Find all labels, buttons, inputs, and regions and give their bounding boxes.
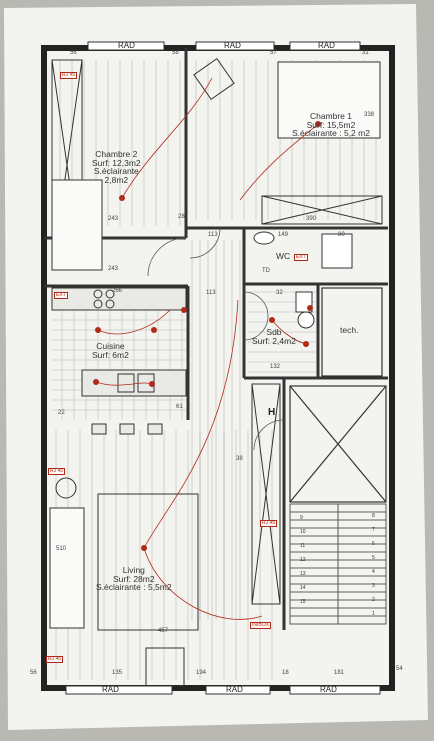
dim-label: 243 <box>108 216 119 222</box>
rj45-tag: RJ 45 <box>48 468 66 475</box>
room-chambre-2: Chambre 2 Surf: 12,3m2 S.éclairante 2,8m… <box>92 150 141 184</box>
dim-label: 510 <box>56 546 67 552</box>
dim-label: 31 <box>362 50 369 56</box>
room-tech: tech. <box>340 325 359 335</box>
dim-label: 61 <box>176 404 183 410</box>
staircase <box>289 503 387 625</box>
ext-tag: EXT <box>294 254 308 261</box>
dim-label: 181 <box>334 670 345 676</box>
stair-step-number: 9 <box>300 515 303 521</box>
beds <box>51 61 381 271</box>
dim-label: 80 <box>338 232 345 238</box>
dim-label: 18 <box>282 670 289 676</box>
radiator-label: RAD <box>118 41 135 50</box>
room-lighting: S.éclairante <box>93 166 139 176</box>
rj45-tag: RJ 45 <box>60 72 78 79</box>
dim-label: 113 <box>208 232 218 238</box>
td-label: TD <box>262 268 270 274</box>
room-name: Sdb <box>266 327 282 337</box>
room-surface: Surf: 6m2 <box>92 349 129 360</box>
stair-step-number: 11 <box>300 543 306 549</box>
dim-label: 457 <box>158 628 169 634</box>
stair-step-number: 12 <box>300 557 306 563</box>
room-name: Chambre 1 <box>309 111 353 121</box>
dim-label: 38 <box>236 456 243 462</box>
room-lighting-value: 2,8m2 <box>104 174 129 185</box>
armchair <box>193 57 235 101</box>
dim-label: 54 <box>396 666 403 672</box>
stair-step-number: 3 <box>372 583 375 589</box>
dim-label: 149 <box>278 232 289 238</box>
stair-step-number: 6 <box>372 541 375 547</box>
room-lighting: S.éclairante : 5,5m2 <box>96 582 172 592</box>
rj45-tag: RJ 45 <box>260 520 278 527</box>
room-lighting: S.éclairante : 5,2 m2 <box>292 128 370 138</box>
radiator-label: RAD <box>226 685 243 694</box>
electrical-wiring <box>95 77 319 620</box>
stair-step-number: 10 <box>300 529 306 535</box>
dim-label: 390 <box>306 216 317 222</box>
room-name: Living <box>122 565 145 575</box>
kitchen-counter <box>51 287 187 435</box>
room-surface: Surf: 28m2 <box>113 573 155 584</box>
room-cuisine: Cuisine Surf: 6m2 <box>92 342 129 359</box>
stair-step-number: 2 <box>372 597 375 603</box>
dim-label: 56 <box>30 670 37 676</box>
stair-step-number: 1 <box>372 611 375 617</box>
dim-label: 58 <box>172 50 179 56</box>
stair-step-number: 5 <box>372 555 375 561</box>
dim-label: 113 <box>206 290 216 296</box>
radiator-label: RAD <box>318 41 335 50</box>
h-symbol: H <box>268 407 276 418</box>
room-surface: Surf: 15,5m2 <box>306 119 356 130</box>
door-swings <box>147 227 285 451</box>
room-surface: Surf: 2,4m2 <box>252 335 296 346</box>
room-wc: WC <box>276 251 291 261</box>
stair-step-number: 15 <box>300 599 306 605</box>
room-sdb: Sdb Surf: 2,4m2 <box>252 328 296 345</box>
radiator-label: RAD <box>224 41 241 50</box>
room-chambre-1: Chambre 1 Surf: 15,5m2 S.éclairante : 5,… <box>292 112 370 138</box>
dim-label: 266 <box>112 288 123 294</box>
dim-label: 57 <box>270 50 277 56</box>
room-name: Chambre 2 <box>95 149 138 159</box>
windows <box>65 41 381 695</box>
dim-label: 32 <box>276 290 283 296</box>
rj45-tag: RJ 45 <box>46 656 64 663</box>
stair-step-number: 7 <box>372 527 375 533</box>
stair-step-number: 4 <box>372 569 375 575</box>
radiator-label: RAD <box>320 685 337 694</box>
dim-label: 132 <box>270 364 281 370</box>
dim-label: 135 <box>112 670 123 676</box>
dim-label: 56 <box>70 50 77 56</box>
tech-room <box>289 287 387 503</box>
inbox-tag: IN/BOX <box>250 622 271 629</box>
radiator-label: RAD <box>102 685 119 694</box>
stair-step-number: 8 <box>372 513 375 519</box>
room-name: Cuisine <box>96 341 125 351</box>
room-surface: Surf: 12,3m2 <box>92 157 141 168</box>
dim-label: 338 <box>364 112 375 118</box>
electrical-points <box>93 121 321 551</box>
dim-label: 243 <box>108 266 119 272</box>
dim-label: 194 <box>196 670 207 676</box>
room-living: Living Surf: 28m2 S.éclairante : 5,5m2 <box>96 566 172 592</box>
dim-label: 28 <box>178 214 185 220</box>
dim-label: 22 <box>58 410 65 416</box>
stair-step-number: 14 <box>300 585 306 591</box>
living-furniture <box>49 477 199 687</box>
ext-tag: EXT <box>54 292 68 299</box>
stair-step-number: 13 <box>300 571 306 577</box>
wardrobes <box>51 59 383 605</box>
